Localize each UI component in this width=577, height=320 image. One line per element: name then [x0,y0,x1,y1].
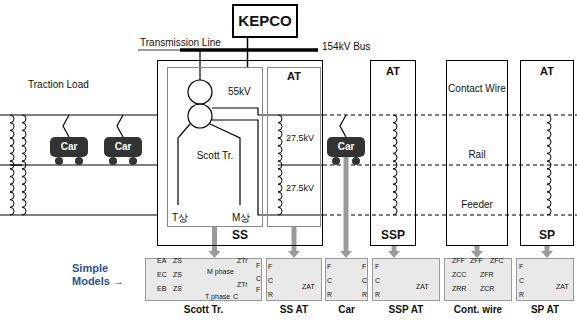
symbol-label: ZFR [480,271,494,278]
autotransformer-box: AT 27.5kV 27.5kV [267,67,321,227]
symbol-label: R [519,291,524,298]
symbol-label: M phase [207,268,234,275]
model-panel: SS AT [266,258,322,301]
car-shape: Car [50,137,88,157]
source-box: KEPCO [232,4,298,38]
node-label: M상 [232,212,250,223]
node-label: SSP [371,229,415,242]
node-label: Car [50,141,88,152]
node-label: AT [371,65,415,77]
model-arrow [388,246,400,258]
symbol-label: ZRR [452,285,466,292]
symbol-label: F [268,263,272,270]
model-caption: SP AT [517,304,573,315]
model-caption: Car [326,304,367,315]
node-label: 55kV [228,86,251,97]
symbol-label: ZS [173,285,182,292]
symbol-label: ZFF [470,257,483,264]
node-label: Scott Tr. [168,150,262,161]
symbol-label: ZAT [556,283,569,290]
symbol-label: C [519,277,524,284]
model-arrow [471,246,483,258]
symbol-label: C [362,277,367,284]
node-label: KEPCO [234,13,296,30]
symbol-label: ZCC [452,271,466,278]
node-label: Car [327,141,365,152]
line-box: Contact WireRailFeeder [446,60,508,246]
car-shape: Car [104,137,142,157]
symbol-label: R [375,291,380,298]
symbol-label: ZFC [490,257,504,264]
symbol-label: ZAT [302,283,315,290]
model-panel: SP AT [516,258,574,301]
node-label: AT [268,70,320,82]
symbol-label: F [375,263,379,270]
node-label: Car [104,141,142,152]
symbol-label: F [362,263,366,270]
model-caption: Cont. wire [445,304,511,315]
symbol-label: R [327,291,332,298]
model-caption: Scott Tr. [146,304,261,315]
node-label: 27.5kV [286,184,314,194]
symbol-label: ZCR [480,285,494,292]
model-caption: SSP AT [373,304,439,315]
symbol-label: EA [157,257,166,264]
symbol-label: R [268,291,273,298]
node-label: 27.5kV [286,134,314,144]
symbol-label: C [233,293,238,300]
symbol-label: ZFF [452,257,465,264]
model-panel: Scott Tr. [145,258,262,301]
symbol-label: F [256,286,260,293]
node-label: Feeder [447,199,507,210]
symbol-label: F [256,262,260,269]
annotation-label: Simple Models → [72,262,134,287]
symbol-label: R [362,291,367,298]
model-arrow [340,157,352,258]
model-arrow [209,227,221,258]
symbol-label: F [327,263,331,270]
scott-transformer: 55kV Scott Tr. T상 M상 [167,67,263,227]
node-label: T상 [172,212,188,223]
feeder-line [247,38,248,67]
annotation-label: Transmission Line [140,38,221,48]
model-arrow [541,246,553,258]
sub-sectioning-post-box: AT SP [520,60,574,246]
symbol-label: ZS [173,271,182,278]
node-label: Rail [447,149,507,160]
symbol-label: ZTr [237,257,248,264]
model-arrow [288,227,300,258]
node-label: SS [158,229,322,242]
symbol-label: EB [157,285,166,292]
node-label: Contact Wire [447,83,507,94]
symbol-label: C [256,275,261,282]
symbol-label: ZS [173,257,182,264]
symbol-label: C [375,277,380,284]
node-label: SP [521,229,573,242]
annotation-label: 154kV Bus [322,42,370,52]
symbol-label: F [519,263,523,270]
symbol-label: T phase [205,293,230,300]
node-label: AT [521,65,573,77]
symbol-label: C [327,277,332,284]
symbol-label: EC [157,271,167,278]
substation-box: SS 55kV Scott Tr. T상 M상 AT 27.5kV 27.5kV [157,60,323,246]
symbol-label: C [268,277,273,284]
model-panel: SSP AT [372,258,440,301]
model-caption: SS AT [267,304,321,315]
symbol-label: ZTr [237,281,248,288]
annotation-label: Traction Load [28,80,89,90]
symbol-label: ZAT [416,283,429,290]
car-shape: Car [327,137,365,157]
sectioning-post-box: AT SSP [370,60,416,246]
model-panel: Cont. wire [444,258,512,301]
